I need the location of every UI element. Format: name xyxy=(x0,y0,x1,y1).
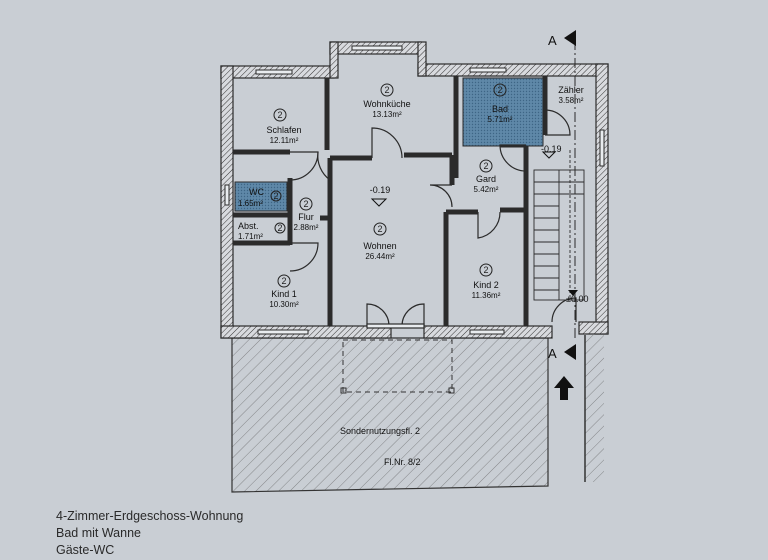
doors xyxy=(289,109,577,329)
svg-text:2: 2 xyxy=(483,265,488,275)
room-zaehler: Zähler 3.58m² xyxy=(558,85,584,105)
svg-text:13.13m²: 13.13m² xyxy=(372,110,402,119)
svg-text:Kind 2: Kind 2 xyxy=(473,280,499,290)
svg-text:Abst.: Abst. xyxy=(238,221,259,231)
room-abst: 2 Abst. 1.71m² xyxy=(238,221,286,241)
svg-text:2: 2 xyxy=(483,161,488,171)
svg-text:Flur: Flur xyxy=(298,212,314,222)
svg-text:1.71m²: 1.71m² xyxy=(238,232,263,241)
caption-line-3: Gäste-WC xyxy=(56,543,115,557)
caption-line-2: Bad mit Wanne xyxy=(56,526,141,540)
neighbor-wall-hatch xyxy=(584,335,604,482)
caption-line-1: 4-Zimmer-Erdgeschoss-Wohnung xyxy=(56,509,244,523)
entrance-arrow-icon xyxy=(554,376,574,400)
outdoor-area-label: Sondernutzungsfl. 2 xyxy=(340,426,420,436)
svg-text:2: 2 xyxy=(273,191,278,201)
outdoor-area xyxy=(231,337,549,493)
room-kind2: 2 Kind 2 11.36m² xyxy=(472,263,501,300)
svg-text:5.71m²: 5.71m² xyxy=(488,115,513,124)
bathroom-tile xyxy=(462,77,544,147)
svg-text:2: 2 xyxy=(497,85,502,95)
room-wohnkueche: 2 Wohnküche 13.13m² xyxy=(363,83,411,119)
windows xyxy=(224,45,605,335)
section-label-bottom: A xyxy=(548,346,557,361)
room-kind1: 2 Kind 1 10.30m² xyxy=(269,274,299,309)
svg-text:11.36m²: 11.36m² xyxy=(472,291,501,300)
svg-text:26.44m²: 26.44m² xyxy=(365,252,395,261)
level-entry: ±0.00 xyxy=(566,294,588,304)
section-marker-bottom: A xyxy=(548,344,576,361)
section-marker-top: A xyxy=(548,30,576,48)
wc-tile xyxy=(234,181,288,212)
svg-text:Zähler: Zähler xyxy=(558,85,584,95)
svg-text:WC: WC xyxy=(249,187,264,197)
level-marker-icon xyxy=(541,151,557,159)
level-main: -0.19 xyxy=(370,185,391,195)
level-marker-icon xyxy=(370,198,388,207)
svg-text:2: 2 xyxy=(277,110,282,120)
svg-text:Wohnen: Wohnen xyxy=(363,241,396,251)
svg-text:Wohnküche: Wohnküche xyxy=(363,99,410,109)
svg-text:2: 2 xyxy=(377,224,382,234)
room-flur: 2 Flur 2.88m² xyxy=(294,197,319,232)
svg-text:1.65m²: 1.65m² xyxy=(238,199,263,208)
svg-text:2: 2 xyxy=(277,223,282,233)
svg-text:10.30m²: 10.30m² xyxy=(269,300,299,309)
section-label-top: A xyxy=(548,33,557,48)
svg-text:3.58m²: 3.58m² xyxy=(559,96,584,105)
svg-text:Kind 1: Kind 1 xyxy=(271,289,297,299)
inner-walls xyxy=(233,76,548,326)
svg-text:2: 2 xyxy=(384,85,389,95)
svg-text:12.11m²: 12.11m² xyxy=(270,136,299,145)
room-schlafen: 2 Schlafen 12.11m² xyxy=(266,108,302,145)
svg-text:2: 2 xyxy=(281,276,286,286)
svg-text:Schlafen: Schlafen xyxy=(266,125,301,135)
svg-text:2.88m²: 2.88m² xyxy=(294,223,319,232)
svg-text:Bad: Bad xyxy=(492,104,508,114)
room-bad: 2 Bad 5.71m² xyxy=(488,83,513,124)
level-marker-icon xyxy=(568,290,578,296)
svg-text:5.42m²: 5.42m² xyxy=(474,185,499,194)
room-wc: 2 WC 1.65m² xyxy=(238,187,282,208)
svg-text:Gard: Gard xyxy=(476,174,496,184)
room-wohnen: -0.19 2 Wohnen 26.44m² xyxy=(363,185,396,261)
svg-text:2: 2 xyxy=(303,199,308,209)
plot-number-label: Fl.Nr. 8/2 xyxy=(384,457,421,467)
staircase xyxy=(533,150,585,301)
level-hall: -0.19 xyxy=(541,144,562,154)
room-gard: 2 Gard 5.42m² xyxy=(474,159,499,194)
